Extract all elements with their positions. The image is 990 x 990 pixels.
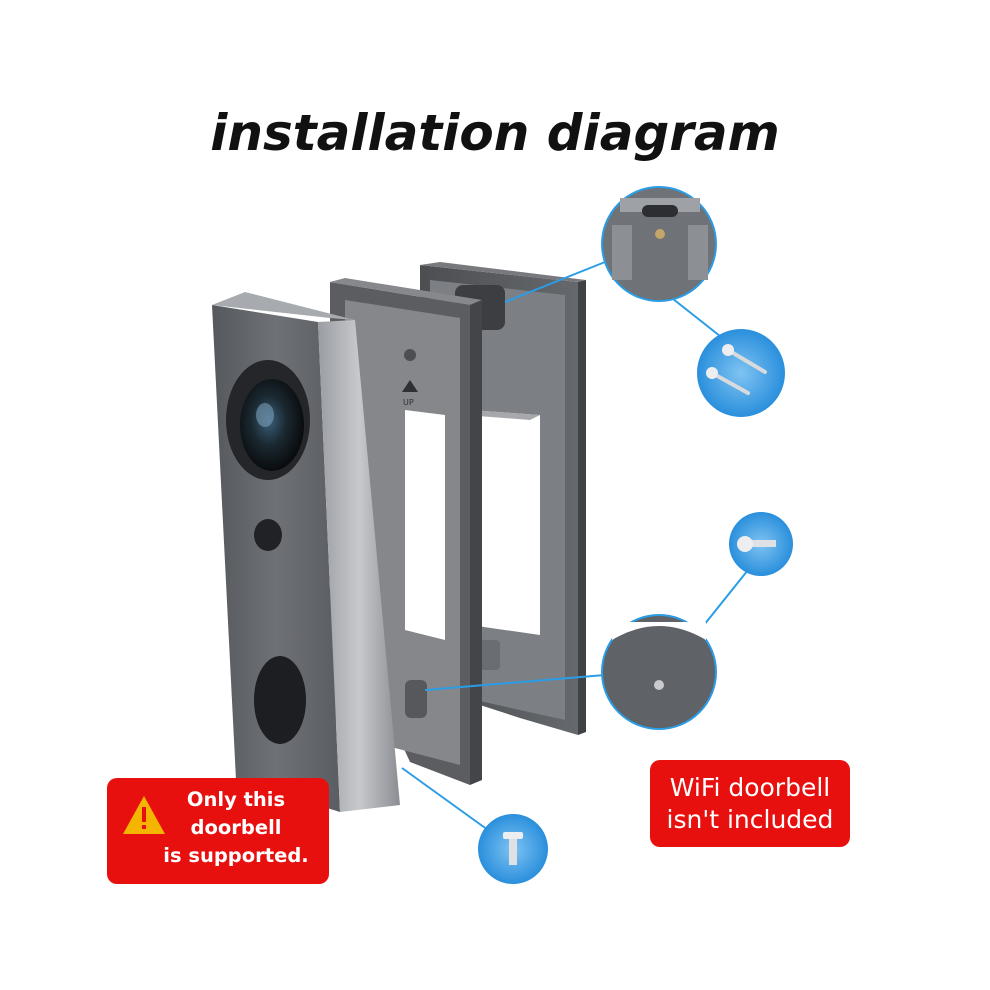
notice-badge: WiFi doorbell isn't included	[650, 760, 850, 847]
mount-up-label: UP	[403, 398, 414, 407]
notice-badge-text: WiFi doorbell isn't included	[666, 772, 834, 834]
warning-badge: Only this doorbell is supported.	[107, 778, 329, 884]
wood-screw-icon	[697, 329, 785, 417]
doorbell-device	[212, 292, 400, 812]
mount-hole-detail	[601, 614, 717, 730]
mount-slot-detail	[601, 186, 717, 302]
page-title: installation diagram	[210, 104, 780, 162]
callout-lines	[401, 259, 749, 831]
warning-triangle-icon	[123, 796, 165, 834]
machine-screw-icon	[729, 512, 793, 576]
small-screw-icon	[478, 814, 548, 884]
warning-badge-text: Only this doorbell is supported.	[163, 788, 309, 867]
